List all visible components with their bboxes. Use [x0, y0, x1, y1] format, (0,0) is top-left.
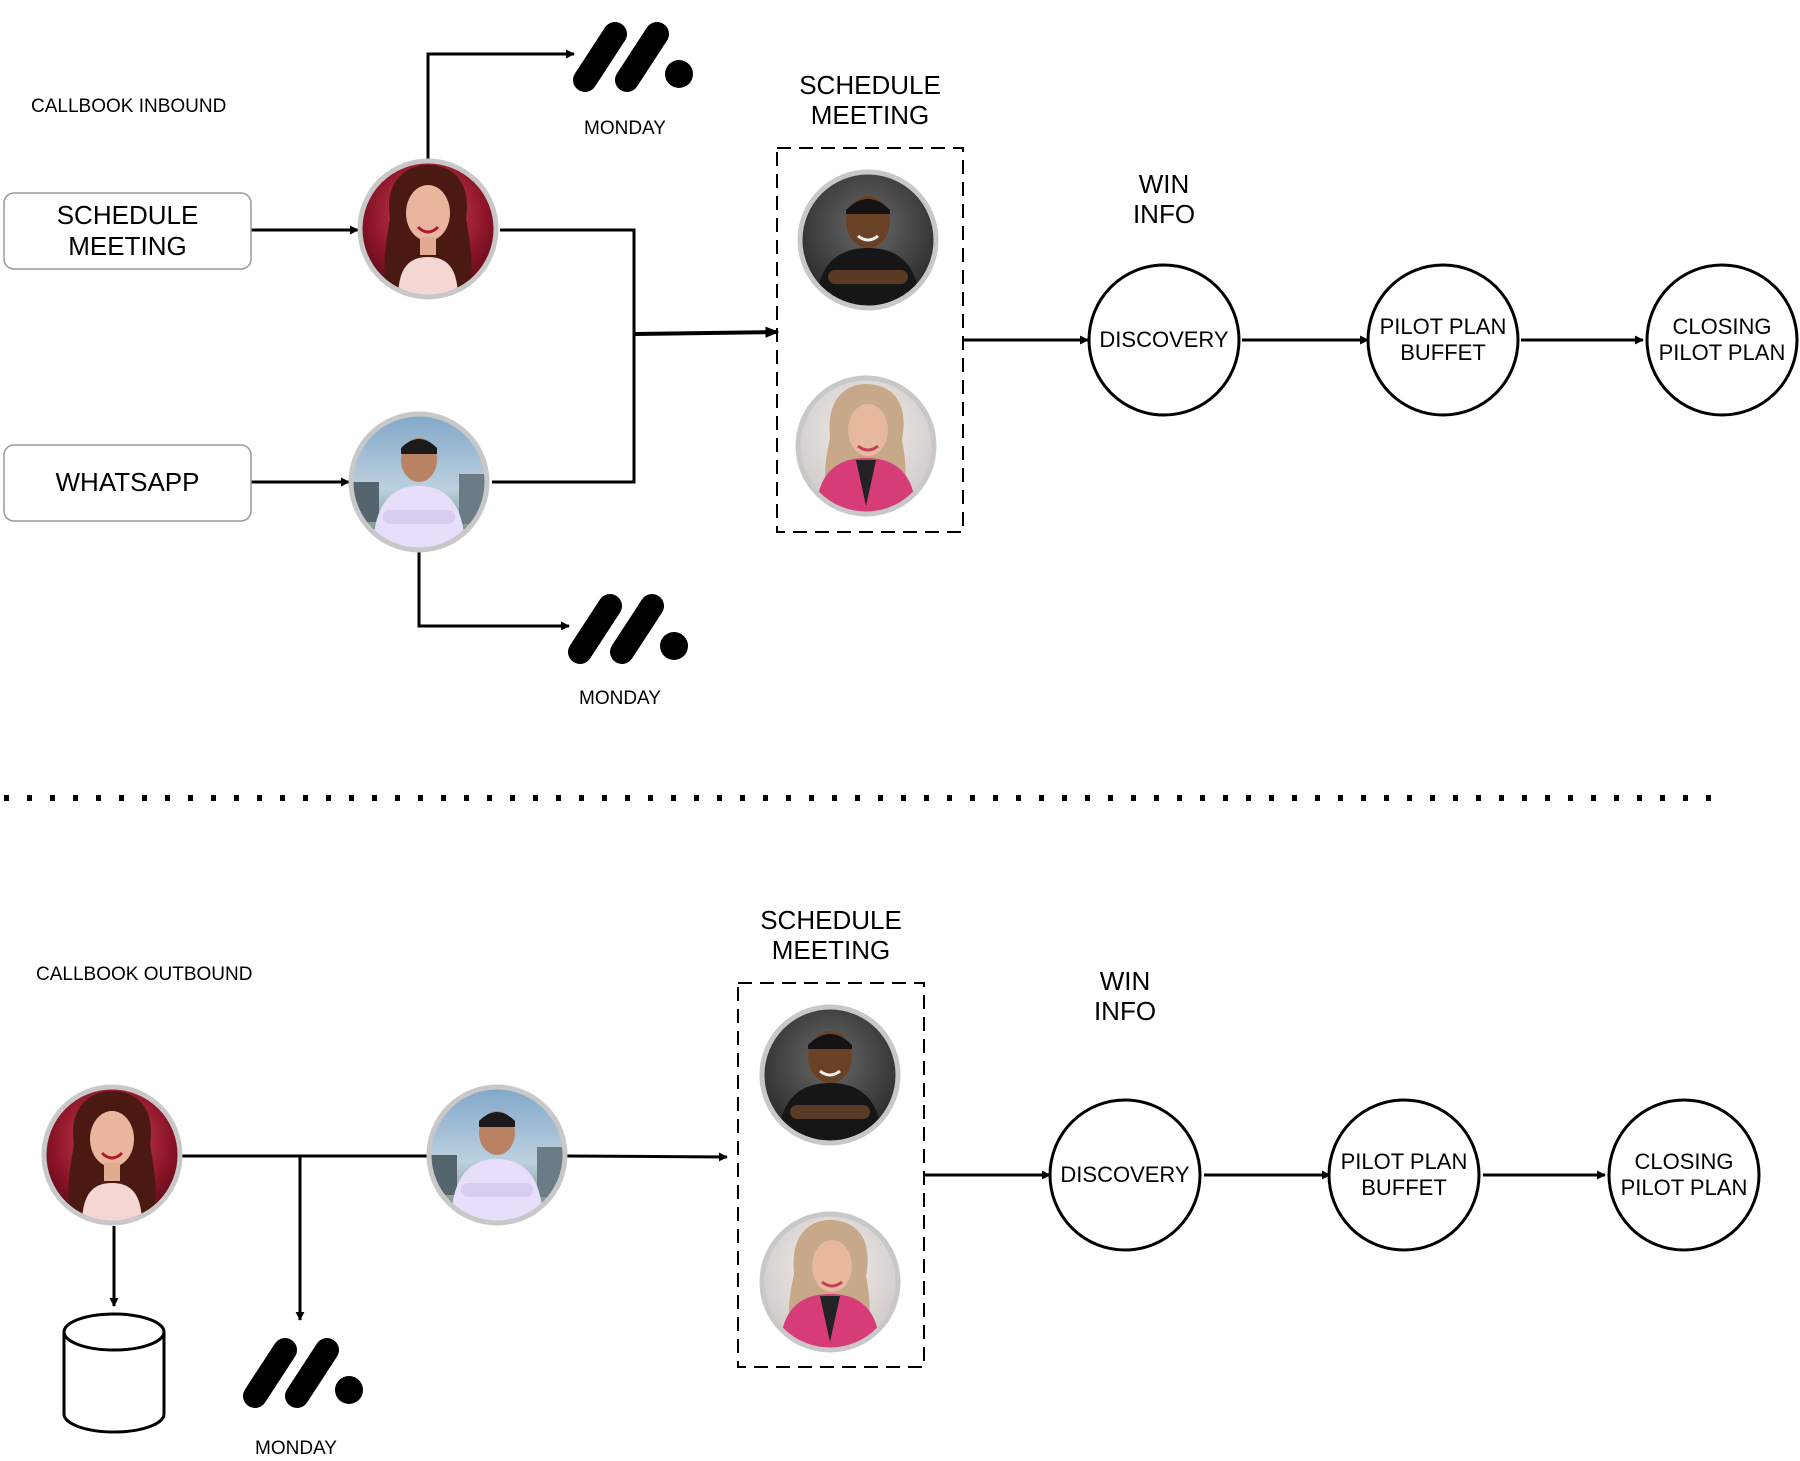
database-icon	[62, 1312, 166, 1434]
pilot-plan-buffet-circle	[1366, 263, 1520, 417]
monday-logo-icon	[580, 606, 688, 660]
discovery-label: DISCOVERY	[1099, 326, 1229, 352]
inbound-connectors	[251, 49, 1644, 631]
monday-logo-icon	[585, 34, 693, 88]
avatar-man-dark-outbound	[759, 1004, 901, 1146]
section-title-inbound: CALLBOOK INBOUND	[31, 96, 227, 117]
avatar-man-shirt-inbound	[348, 411, 490, 553]
monday-label: MONDAY	[255, 1438, 337, 1459]
whatsapp-source-label: WHATSAPP	[55, 467, 200, 498]
pilot-plan-buffet-label: PILOT PLAN BUFFET	[1340, 1148, 1468, 1200]
closing-pilot-plan-label: CLOSING PILOT PLAN	[1620, 1148, 1748, 1200]
discovery-label: DISCOVERY	[1060, 1161, 1190, 1187]
monday-label: MONDAY	[579, 688, 661, 709]
avatar-woman-pink-inbound	[795, 375, 937, 517]
whatsapp-source-box	[3, 444, 252, 522]
win-info-label: WIN INFO	[1093, 966, 1157, 1026]
pilot-plan-buffet-circle	[1327, 1098, 1481, 1252]
avatar-woman-red-outbound	[41, 1084, 183, 1226]
avatar-man-shirt-outbound	[426, 1084, 568, 1226]
schedule-meeting-source-box	[3, 192, 252, 270]
closing-pilot-plan-circle	[1645, 263, 1799, 417]
section-title-outbound: CALLBOOK OUTBOUND	[36, 964, 253, 985]
avatar-man-dark-inbound	[797, 169, 939, 311]
closing-pilot-plan-label: CLOSING PILOT PLAN	[1658, 313, 1786, 365]
monday-logo-icon	[255, 1350, 363, 1404]
closing-pilot-plan-circle	[1607, 1098, 1761, 1252]
schedule-meeting-title: SCHEDULE MEETING	[760, 905, 902, 965]
schedule-meeting-group-box	[776, 147, 964, 533]
schedule-meeting-source-label: SCHEDULE MEETING	[56, 199, 199, 261]
outbound-connectors	[109, 1152, 1606, 1321]
schedule-meeting-group-box	[737, 982, 925, 1368]
pilot-plan-buffet-label: PILOT PLAN BUFFET	[1379, 313, 1507, 365]
avatar-woman-red-inbound	[357, 158, 499, 300]
discovery-circle	[1048, 1098, 1202, 1252]
avatar-woman-pink-outbound	[759, 1211, 901, 1353]
discovery-circle	[1087, 263, 1241, 417]
schedule-meeting-title: SCHEDULE MEETING	[799, 70, 941, 130]
win-info-label: WIN INFO	[1132, 169, 1196, 229]
monday-label: MONDAY	[584, 118, 666, 139]
